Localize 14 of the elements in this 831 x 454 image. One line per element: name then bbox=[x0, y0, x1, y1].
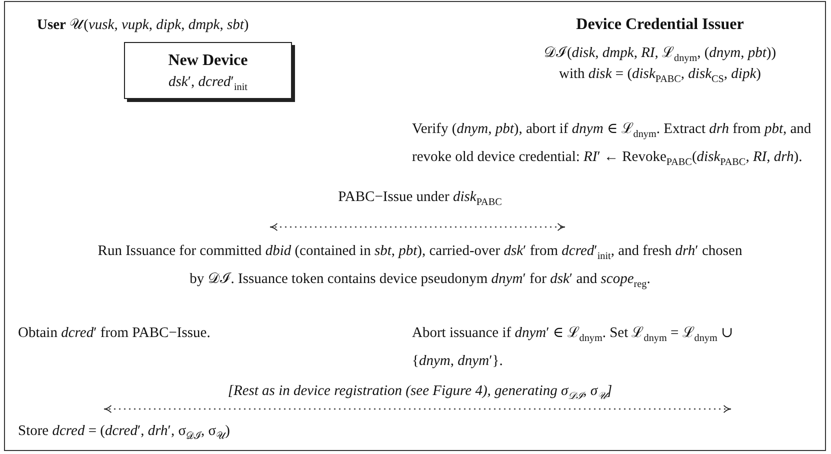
box-title: New Device bbox=[167, 51, 249, 71]
device-box bbox=[124, 42, 292, 99]
input-formula: 𝒟ℐ(disk, dmpk, RI, ℒ$_{dnym}$, (dnym, pbt)) bbox=[542, 44, 778, 66]
input-formula: with disk = (disk$_{PABC}$, disk$_{CS}$, dipk) bbox=[558, 65, 762, 87]
message-label: PABC−Issue under disk$_{PABC}$ bbox=[337, 188, 503, 210]
step-text: Run Issuance for committed dbid (contained in sbt, pbt), carried-over dsk′ from dcred′$_{init}$, and fresh drh′ chosen by 𝒟ℐ. Issuance token contains device pseudonym dnym′ for dsk′ and scope$_{reg}$. bbox=[96, 242, 744, 292]
step-text: Store dcred = (dcred′, drh′, σ$_{𝒟ℐ}$, σ$_{𝒰}$) bbox=[18, 422, 231, 444]
step-text: Abort issuance if dnym′ ∈ ℒ$_{dnym}$. Set ℒ$_{dnym}$ = ℒ$_{dnym}$ ∪ {dnym, dnym′}. bbox=[412, 324, 734, 371]
message-label: [Rest as in device registration (see Figure 4), generating σ$_{𝒟ℐ}$, σ$_{𝒰}$] bbox=[226, 382, 614, 404]
party-heading: Device Credential Issuer bbox=[575, 15, 745, 35]
party-heading: User 𝒰(vusk, vupk, dipk, dmpk, sbt) bbox=[37, 16, 250, 35]
step-text: Obtain dcred′ from PABC−Issue. bbox=[18, 324, 212, 343]
step-text: Verify (dnym, pbt), abort if dnym ∈ ℒ$_{dnym}$. Extract drh from pbt, and revoke old device credential: RI′ ← Revoke$_{PABC}$(disk$_{PABC}$, RI, drh). bbox=[412, 120, 812, 170]
box-text: dsk′, dcred′$_{init}$ bbox=[168, 73, 248, 95]
